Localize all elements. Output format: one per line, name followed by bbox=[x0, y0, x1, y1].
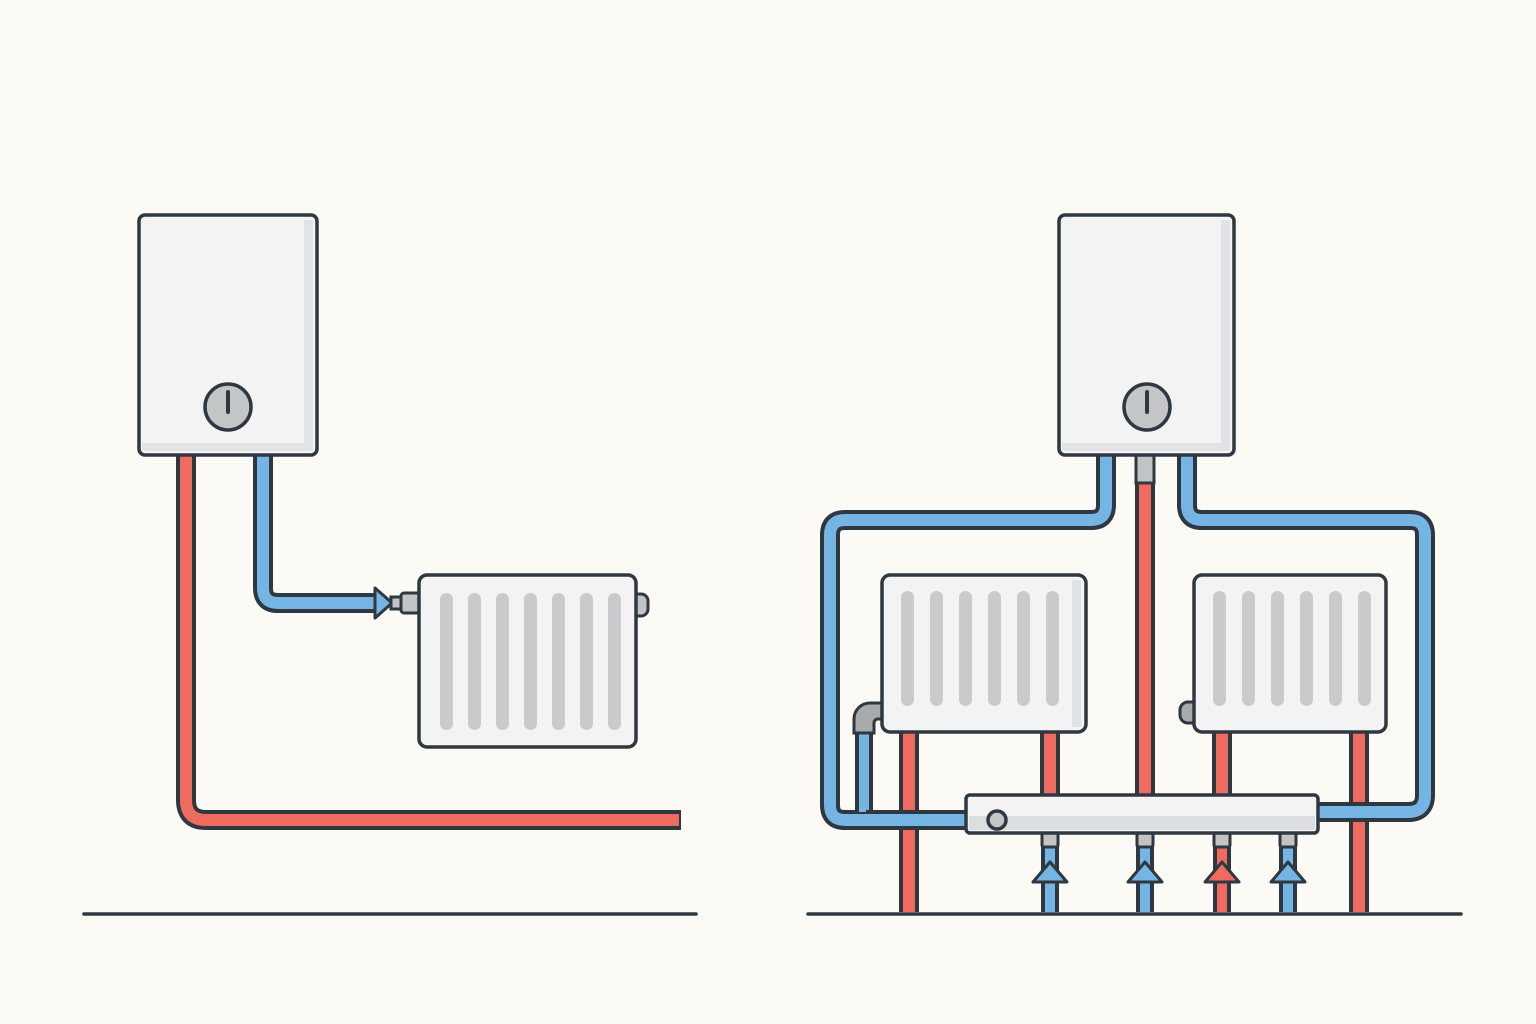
flow-arrow-up-icon bbox=[1126, 860, 1164, 884]
right-panel bbox=[806, 213, 1463, 916]
boiler-body bbox=[137, 213, 319, 457]
left-panel bbox=[82, 213, 698, 916]
flow-arrow-up-icon bbox=[1203, 860, 1241, 884]
hot-pipe bbox=[176, 455, 681, 830]
manifold-outlet-cold bbox=[1031, 831, 1069, 912]
radiator-fin bbox=[1358, 591, 1371, 706]
boiler bbox=[137, 213, 319, 457]
boiler-body bbox=[1057, 213, 1236, 457]
radiator-fin bbox=[608, 593, 621, 730]
manifold-outlet-hot bbox=[1203, 831, 1241, 912]
flow-arrow bbox=[373, 586, 394, 620]
manifold-outlet-cold bbox=[1269, 831, 1307, 912]
radiator bbox=[417, 573, 650, 749]
manifold-outlets bbox=[1031, 831, 1307, 912]
radiator-fin bbox=[988, 591, 1001, 706]
radiator-fin bbox=[1046, 591, 1059, 706]
radiator-left bbox=[880, 573, 1088, 734]
cold-pipe-left-loop bbox=[820, 455, 1116, 830]
radiator-valve bbox=[389, 591, 423, 615]
radiator-right bbox=[1178, 573, 1388, 734]
radiator-fin bbox=[1329, 591, 1342, 706]
radiator-fin bbox=[552, 593, 565, 730]
manifold bbox=[964, 793, 1320, 835]
cold-pipe-left-elbow bbox=[852, 701, 884, 812]
radiator-fin bbox=[496, 593, 509, 730]
manifold-valve-icon[interactable] bbox=[986, 809, 1008, 831]
flow-arrow-up-icon bbox=[1031, 860, 1069, 884]
radiator-fin bbox=[580, 593, 593, 730]
radiator-fin bbox=[901, 591, 914, 706]
radiator-fin bbox=[930, 591, 943, 706]
radiator-fin bbox=[440, 593, 453, 730]
flow-arrow-up-icon bbox=[1269, 860, 1307, 884]
radiator-fin bbox=[1242, 591, 1255, 706]
cold-pipe bbox=[253, 455, 380, 613]
hot-pipe-center bbox=[1134, 453, 1156, 796]
manifold-outlet-cold bbox=[1126, 831, 1164, 912]
cold-crossings bbox=[866, 802, 1400, 912]
radiator-fin bbox=[468, 593, 481, 730]
radiator-fin bbox=[1213, 591, 1226, 706]
boiler bbox=[1057, 213, 1236, 457]
cold-pipe-right-loop bbox=[1177, 455, 1435, 822]
radiator-fin bbox=[1271, 591, 1284, 706]
radiator-fin bbox=[959, 591, 972, 706]
radiator-fin bbox=[1300, 591, 1313, 706]
radiator-fin bbox=[1017, 591, 1030, 706]
radiator-fin bbox=[524, 593, 537, 730]
